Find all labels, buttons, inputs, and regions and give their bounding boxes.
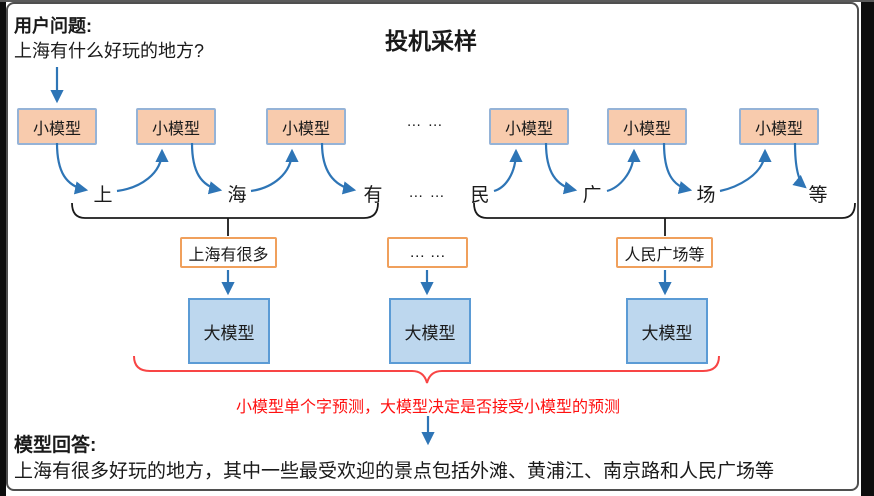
left-black-strip (0, 0, 6, 496)
user-question-label: 用户问题: (14, 16, 92, 36)
small-model-box-5: 小模型 (607, 108, 687, 145)
model-answer-label: 模型回答: (14, 435, 97, 456)
model-answer-text: 上海有很多好玩的地方，其中一些最受欢迎的景点包括外滩、黄浦江、南京路和人民广场等 (14, 461, 775, 482)
top-border-line (0, 0, 874, 2)
page-title: 投机采样 (385, 28, 477, 54)
small-model-box-4: 小模型 (489, 108, 569, 145)
token-6: 场 (696, 185, 716, 206)
large-model-box-1: 大模型 (188, 298, 270, 364)
token-1: 上 (93, 185, 113, 206)
token-ellipsis: … … (408, 184, 446, 201)
speculation-note: 小模型单个字预测，大模型决定是否接受小模型的预测 (235, 399, 620, 416)
large-model-box-2: 大模型 (389, 298, 471, 364)
token-4: 民 (470, 185, 490, 206)
user-question-text: 上海有什么好玩的地方? (14, 41, 205, 61)
small-model-row-ellipsis: … … (406, 113, 444, 130)
token-5: 广 (582, 185, 602, 206)
small-model-box-1: 小模型 (17, 108, 97, 145)
right-black-strip (861, 0, 874, 496)
small-model-box-6: 小模型 (739, 108, 819, 145)
draft-box-1: 上海有很多 (180, 237, 277, 268)
small-model-box-3: 小模型 (266, 108, 346, 145)
draft-box-3: 人民广场等 (616, 237, 713, 268)
large-model-box-3: 大模型 (626, 298, 708, 364)
token-7: 等 (808, 185, 828, 206)
draft-box-2: … … (387, 237, 468, 268)
token-2: 海 (227, 185, 247, 206)
token-3: 有 (363, 185, 383, 206)
small-model-box-2: 小模型 (136, 108, 216, 145)
